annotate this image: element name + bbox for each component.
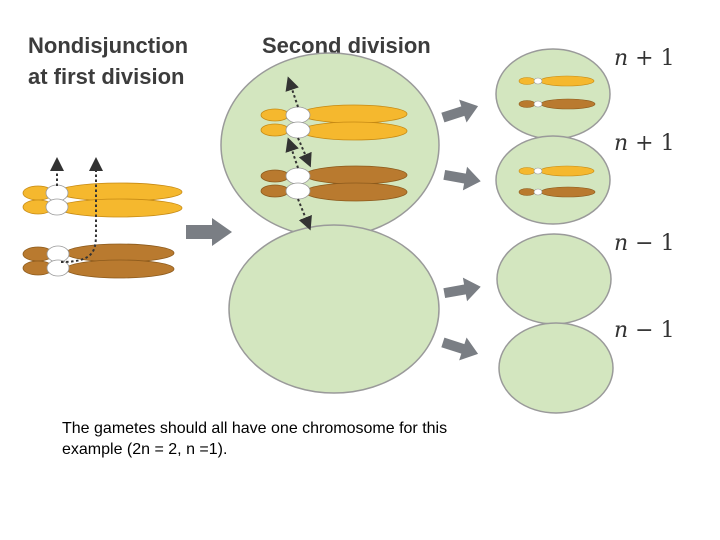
first-division-heading-line-1: Nondisjunction — [28, 33, 189, 58]
gamete-cell-3 — [496, 233, 612, 325]
gamete-2-gold-chromosome — [518, 165, 595, 177]
gamete-cell-4 — [498, 322, 614, 414]
gamete-label-1-number: 1 — [660, 46, 675, 71]
arrow-to-second-division — [186, 218, 232, 246]
caption: The gametes should all have one chromoso… — [62, 418, 512, 460]
gamete-label-2-variable: n — [614, 131, 629, 156]
gamete-label-4: n − 1 — [614, 318, 675, 344]
gamete-label-2-operator: + — [635, 131, 654, 156]
gamete-label-2-number: 1 — [660, 131, 675, 156]
caption-line-2: example (2n = 2, n =1). — [62, 441, 228, 458]
gamete-label-4-operator: − — [635, 318, 654, 343]
arrow-to-gamete-4 — [441, 337, 479, 361]
gamete-label-3-variable: n — [614, 231, 629, 256]
arrow-to-gamete-3 — [443, 277, 481, 302]
gamete-label-2: n + 1 — [614, 131, 675, 157]
gamete-label-1-operator: + — [635, 46, 654, 71]
second-division-brown-chromosome — [260, 165, 408, 202]
first-division-heading: Nondisjunction at first division — [28, 30, 188, 92]
gamete-cell-1 — [495, 48, 611, 140]
gamete-label-1: n + 1 — [614, 46, 675, 72]
arrow-to-gamete-1 — [441, 99, 479, 123]
first-division-brown-bivalent — [22, 243, 175, 279]
first-division-spindle-arrows — [50, 157, 103, 263]
gamete-label-4-number: 1 — [660, 318, 675, 343]
gamete-1-brown-chromosome — [518, 98, 596, 110]
second-division-lower-cell — [228, 224, 440, 394]
arrow-to-gamete-2 — [443, 166, 481, 191]
second-division-spindle-arrows — [285, 76, 312, 231]
second-division-gold-chromosome — [260, 104, 408, 141]
gamete-label-1-variable: n — [614, 46, 629, 71]
second-division-upper-cell — [220, 52, 440, 238]
gamete-label-3-number: 1 — [660, 231, 675, 256]
first-division-heading-line-2: at first division — [28, 64, 185, 89]
gamete-label-4-variable: n — [614, 318, 629, 343]
gamete-label-3-operator: − — [635, 231, 654, 256]
gamete-1-gold-chromosome — [518, 75, 595, 87]
gamete-2-brown-chromosome — [518, 186, 596, 198]
gamete-label-3: n − 1 — [614, 231, 675, 257]
gamete-cell-2 — [495, 135, 611, 225]
first-division-gold-bivalent — [22, 182, 183, 218]
caption-line-1: The gametes should all have one chromoso… — [62, 420, 448, 437]
